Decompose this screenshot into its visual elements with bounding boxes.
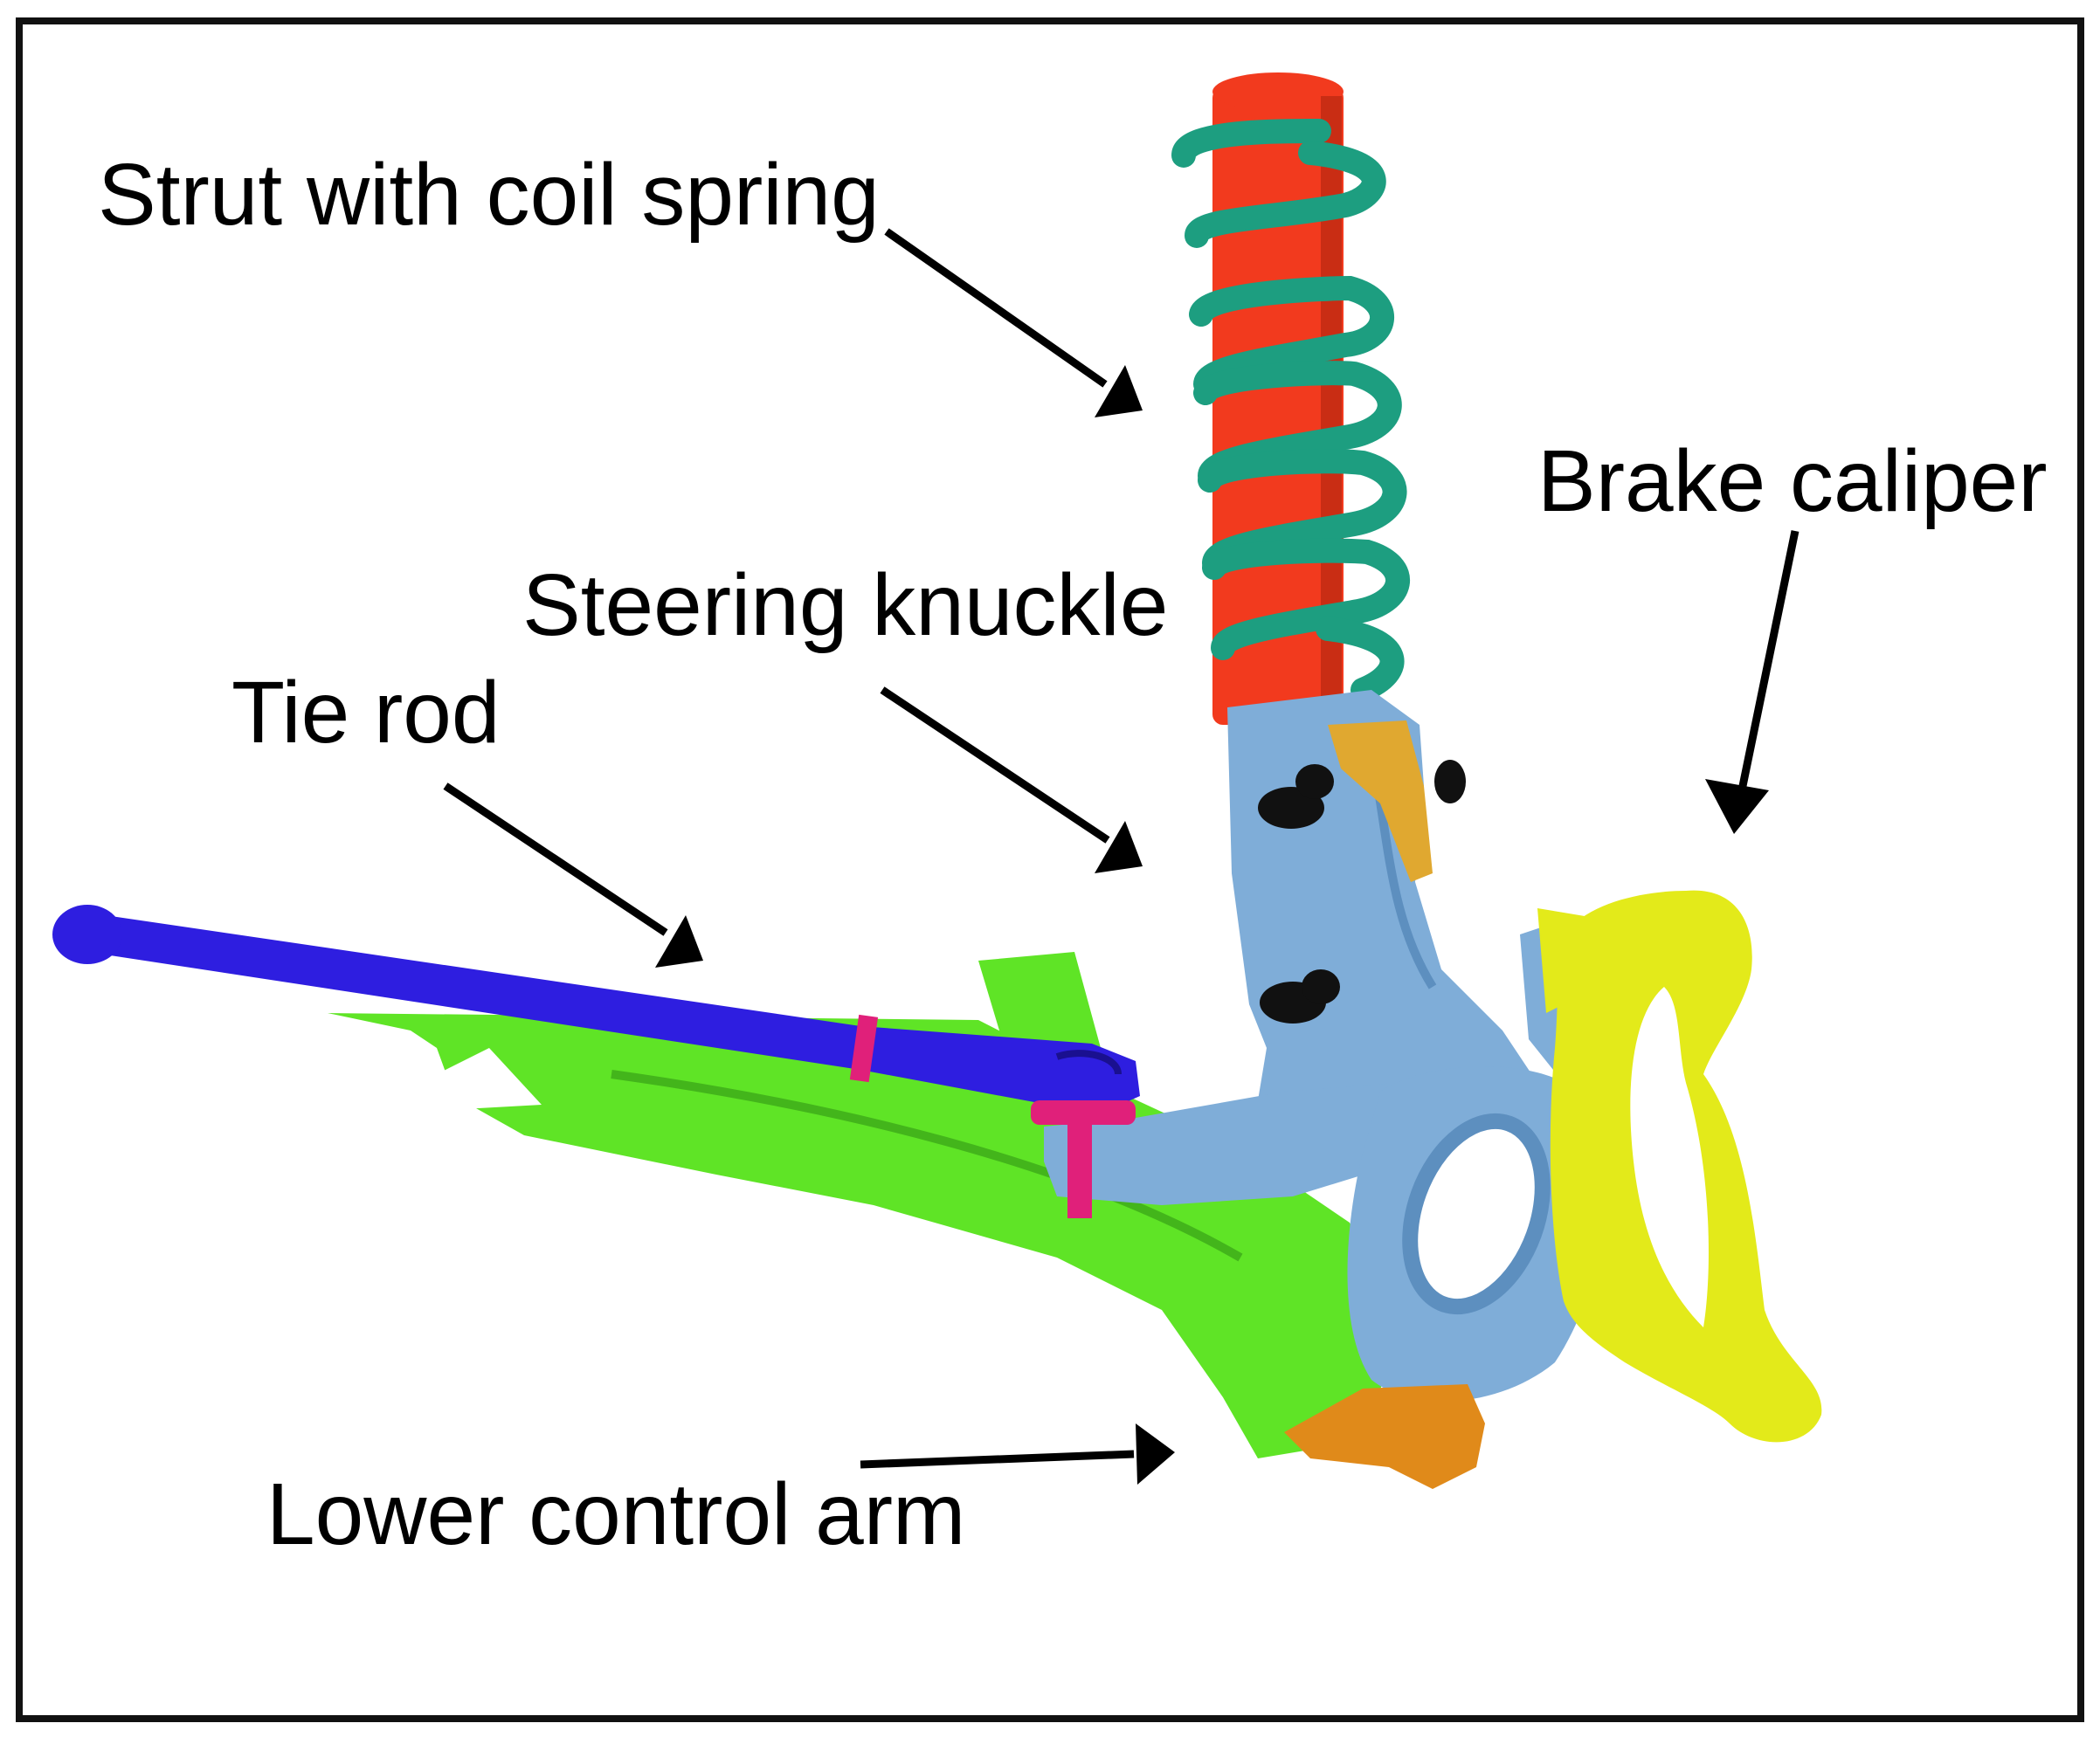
tie-rod-bolt	[1067, 1122, 1092, 1218]
arrow-line	[860, 1450, 1135, 1469]
tie-rod-end-ball	[52, 905, 122, 964]
arrow-steering-knuckle	[880, 686, 1143, 873]
arrow-tie-rod	[443, 782, 703, 968]
arrowhead	[1136, 1423, 1175, 1485]
arrowhead	[655, 915, 703, 968]
arrowhead	[1705, 779, 1769, 834]
knuckle-hub-bore	[1402, 1113, 1551, 1315]
diagram-frame	[16, 17, 2084, 1722]
knuckle-mount-holes	[1258, 760, 1466, 1024]
lower-arm-notch	[437, 1048, 542, 1109]
spring-coil	[1171, 118, 1331, 168]
mount-hole	[1434, 760, 1466, 803]
knuckle-steering-arm	[1044, 1083, 1406, 1205]
tie-rod-eye	[1055, 1050, 1122, 1075]
tie-rod-shaft	[87, 913, 1140, 1113]
spring-coil	[1185, 141, 1386, 248]
label-steering-knuckle: Steering knuckle	[522, 556, 1168, 654]
caliper-bracket	[1537, 908, 1590, 1013]
caliper-body	[1550, 890, 1822, 1443]
strut-top	[1212, 72, 1344, 111]
tie-rod	[52, 905, 1140, 1218]
label-tie-rod: Tie rod	[231, 664, 501, 762]
lower-arm-groove	[611, 1070, 1243, 1262]
tie-rod-clamp	[849, 1014, 879, 1083]
arrowhead	[1095, 365, 1143, 417]
arrow-strut	[884, 228, 1143, 417]
coil-spring	[1171, 118, 1410, 702]
arrow-line	[880, 686, 1110, 844]
arrow-line	[443, 782, 668, 936]
spring-coil	[1202, 538, 1410, 660]
arrowhead	[1095, 821, 1143, 873]
label-strut: Strut with coil spring	[98, 146, 880, 244]
arrow-line	[884, 228, 1108, 388]
arrow-lower-control-arm	[860, 1423, 1175, 1485]
label-lower-control-arm: Lower control arm	[266, 1465, 965, 1563]
tie-rod-nut	[1031, 1100, 1136, 1125]
strut-assembly	[1171, 72, 1410, 725]
label-brake-caliper: Brake caliper	[1537, 432, 2048, 530]
spring-coil	[1198, 449, 1407, 576]
spring-coil	[1189, 275, 1394, 396]
arrow-brake-caliper	[1705, 530, 1800, 834]
brake-caliper	[1537, 890, 1822, 1443]
mount-hole	[1302, 969, 1340, 1004]
mount-hole	[1295, 764, 1334, 799]
arrow-line	[1738, 530, 1800, 787]
knuckle-upper-bracket	[1328, 720, 1433, 882]
spring-coil	[1316, 617, 1405, 702]
lower-ball-joint-bushing	[1284, 1384, 1485, 1489]
